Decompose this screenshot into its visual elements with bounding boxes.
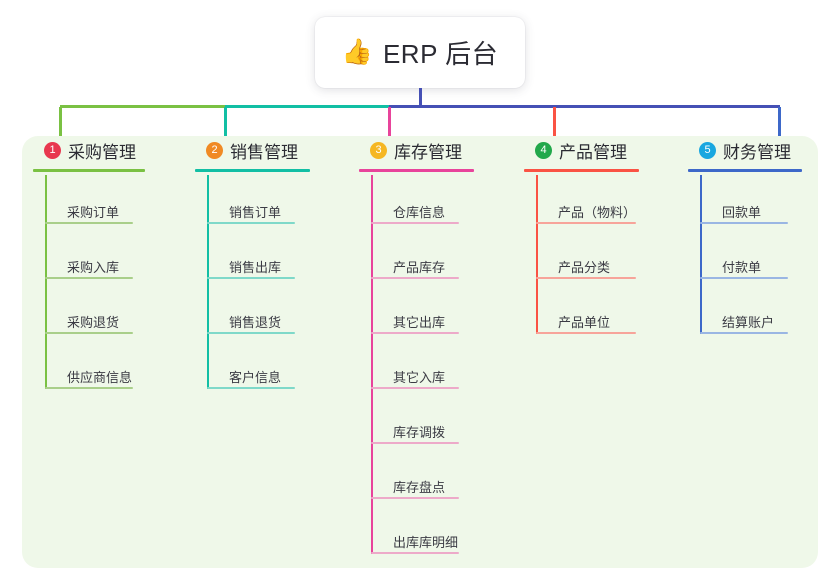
connector-bus-segment-1 [60,105,225,108]
leaf-label: 销售出库 [229,260,282,275]
connector-drop-5 [778,107,781,145]
connector-drop-3 [388,107,391,145]
leaf-rule [371,387,459,389]
leaf-label: 客户信息 [229,370,282,385]
connector-stem [419,88,422,107]
branch-spine-2 [207,175,209,389]
branch-badge-4: 4 [535,141,552,159]
leaf-rule [371,442,459,444]
leaf-label: 供应商信息 [67,370,133,385]
branch-badge-2: 2 [206,141,223,159]
branch-header-3[interactable]: 3 库存管理 [359,136,494,164]
branch-badge-1: 1 [44,141,61,159]
branch-header-2[interactable]: 2 销售管理 [195,136,330,164]
diagram-panel: 1 采购管理采购订单采购入库采购退货供应商信息 2 销售管理销售订单销售出库销售退货客… [22,136,818,568]
branch-rule-5 [688,169,802,172]
branch-rule-3 [359,169,474,172]
leaf-label: 采购订单 [67,205,120,220]
leaf-rule [536,277,636,279]
root-node-card[interactable]: 👍 ERP 后台 [315,17,525,88]
leaf-rule [371,277,459,279]
branch-column-3: 3 库存管理仓库信息产品库存其它出库其它入库库存调拨库存盘点出库库明细 [359,136,494,554]
connector-bus-segment-2 [225,105,389,108]
branch-rule-2 [195,169,310,172]
thumbs-up-icon: 👍 [341,38,373,66]
leaf-label: 采购入库 [67,260,120,275]
leaf-rule [371,497,459,499]
branch-column-5: 5 财务管理回款单付款单结算账户 [688,136,822,334]
leaf-label: 库存盘点 [393,480,446,495]
connector-drop-1 [59,107,62,145]
leaf-label: 其它入库 [393,370,446,385]
branch-rule-1 [33,169,145,172]
leaf-rule [371,222,459,224]
branch-header-1[interactable]: 1 采购管理 [33,136,165,164]
leaf-label: 产品单位 [558,315,611,330]
leaf-rule [371,332,459,334]
leaf-rule [371,552,459,554]
leaf-label: 产品库存 [393,260,446,275]
leaf-rule [45,387,133,389]
leaf-label: 产品分类 [558,260,611,275]
branch-spine-3 [371,175,373,554]
branch-title-4: 产品管理 [559,142,627,162]
branch-badge-3: 3 [370,141,387,159]
root-node-title: ERP 后台 [382,39,499,69]
branch-rule-4 [524,169,639,172]
leaf-label: 结算账户 [722,315,775,330]
leaf-rule [700,222,788,224]
leaf-rule [45,222,133,224]
branch-column-4: 4 产品管理产品（物料） 产品分类产品单位 [524,136,659,334]
leaf-label: 付款单 [722,260,762,275]
leaf-label: 其它出库 [393,315,446,330]
connector-bus-segment-3 [389,105,780,108]
leaf-rule [45,332,133,334]
leaf-rule [207,387,295,389]
connector-drop-4 [553,107,556,145]
leaf-rule [536,332,636,334]
leaf-label: 出库库明细 [393,535,459,550]
branch-header-5[interactable]: 5 财务管理 [688,136,822,164]
leaf-label: 回款单 [722,205,762,220]
leaf-rule [207,277,295,279]
branch-column-1: 1 采购管理采购订单采购入库采购退货供应商信息 [33,136,165,389]
branch-title-2: 销售管理 [230,142,298,162]
leaf-label: 仓库信息 [393,205,446,220]
branch-badge-5: 5 [699,141,716,159]
branch-header-4[interactable]: 4 产品管理 [524,136,659,164]
leaf-rule [45,277,133,279]
branch-title-5: 财务管理 [723,142,791,162]
leaf-rule [207,222,295,224]
leaf-rule [207,332,295,334]
branch-spine-4 [536,175,538,334]
leaf-label: 销售订单 [229,205,282,220]
branch-title-3: 库存管理 [394,142,462,162]
leaf-label: 库存调拨 [393,425,446,440]
leaf-rule [536,222,636,224]
leaf-rule [700,332,788,334]
branch-spine-1 [45,175,47,389]
branch-column-2: 2 销售管理销售订单销售出库销售退货客户信息 [195,136,330,389]
connector-drop-2 [224,107,227,145]
leaf-rule [700,277,788,279]
leaf-label: 采购退货 [67,315,120,330]
leaf-label: 产品（物料） [558,205,637,220]
branch-spine-5 [700,175,702,334]
branch-title-1: 采购管理 [68,142,136,162]
leaf-label: 销售退货 [229,315,282,330]
